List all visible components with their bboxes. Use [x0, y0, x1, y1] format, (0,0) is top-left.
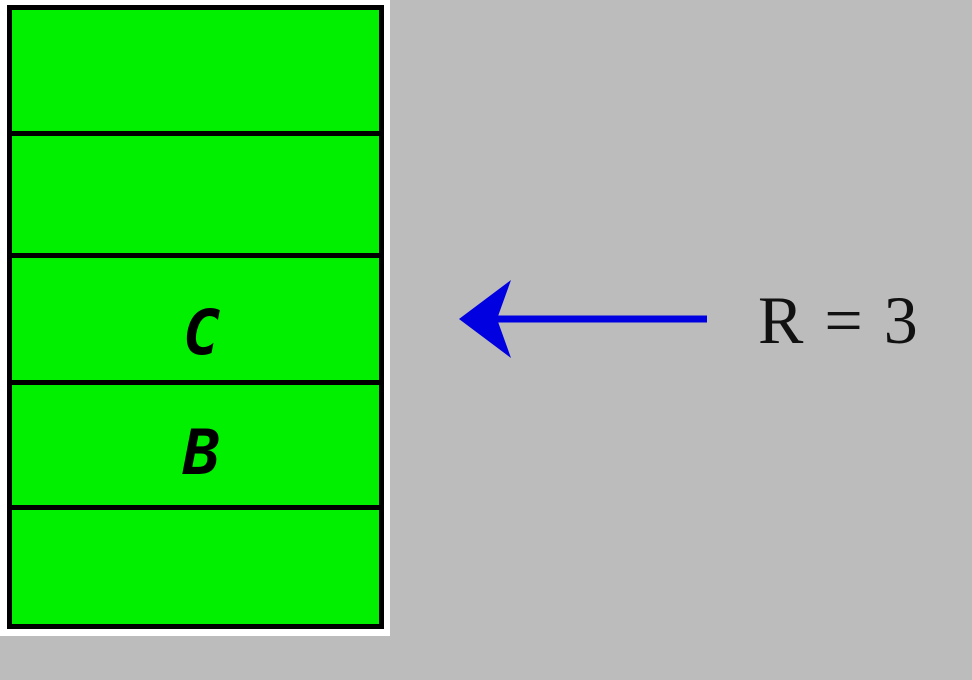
stack-cell-4 [12, 510, 379, 624]
stack-frame: C B [7, 5, 384, 629]
stack-divider [12, 380, 379, 385]
left-arrow-icon [459, 280, 707, 358]
register-pointer-label: R = 3 [758, 282, 920, 358]
stack-cell-label: C [182, 296, 221, 369]
stack-cell-2: C [12, 258, 379, 380]
stack-divider [12, 505, 379, 510]
stack-divider [12, 253, 379, 258]
stack-cell-label: B [182, 416, 221, 489]
stack-cell-1 [12, 136, 379, 253]
stack-cell-0 [12, 10, 379, 131]
stack-diagram: C B [0, 0, 390, 636]
stack-cell-3: B [12, 385, 379, 505]
stack-divider [12, 131, 379, 136]
